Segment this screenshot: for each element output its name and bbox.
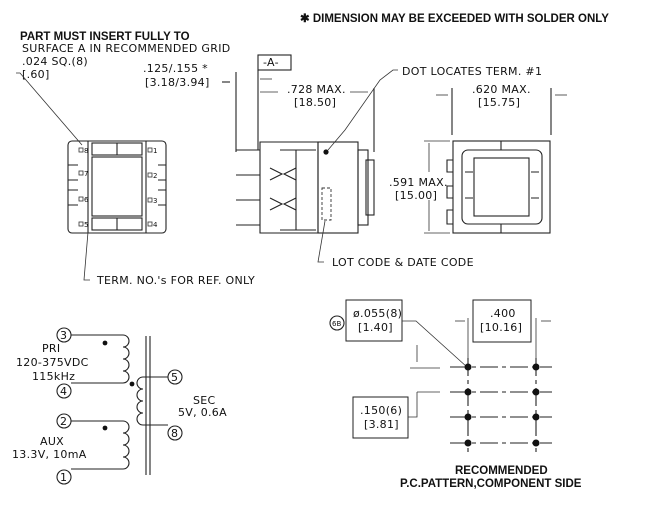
pcb-hole bbox=[464, 363, 472, 371]
terminal-5: 5 bbox=[84, 221, 88, 229]
solder-note: ✱ DIMENSION MAY BE EXCEEDED WITH SOLDER … bbox=[300, 13, 609, 25]
width-dim-in: .620 MAX. bbox=[472, 83, 531, 96]
sec-pin-top: 5 bbox=[171, 371, 178, 384]
pin-size-mm: [.60] bbox=[22, 68, 50, 81]
pcb-pattern: 6B ø.055(8) [1.40] .400 [10.16] .150(6) … bbox=[329, 299, 552, 452]
pin-size-in: .024 SQ.(8) bbox=[22, 55, 88, 68]
row-spacing-box bbox=[472, 299, 532, 343]
terminal-labels-left: 8 7 6 5 bbox=[78, 147, 89, 229]
pcb-hole bbox=[532, 388, 540, 396]
term-ref-note: TERM. NO.'s FOR REF. ONLY bbox=[96, 274, 255, 287]
sec-label: SEC bbox=[193, 394, 216, 407]
row-spacing-mm: [10.16] bbox=[480, 321, 522, 334]
pcb-hole bbox=[532, 439, 540, 447]
datum-a-box bbox=[257, 54, 292, 71]
row-spacing-in: .400 bbox=[490, 307, 516, 320]
lot-code-area bbox=[321, 187, 332, 221]
lot-code-leader bbox=[317, 220, 326, 263]
width-dim-mm: [15.75] bbox=[478, 96, 520, 109]
terminal-1: 1 bbox=[153, 147, 157, 155]
terminal-labels-right: 1 2 3 4 bbox=[147, 147, 158, 229]
height-dim-mm: [15.00] bbox=[395, 189, 437, 202]
callout-circle bbox=[329, 315, 345, 331]
pri-pin-bottom: 4 bbox=[60, 385, 67, 398]
terminal-3: 3 bbox=[153, 197, 157, 205]
length-dim-in: .728 MAX. bbox=[287, 83, 346, 96]
end-view bbox=[446, 140, 551, 234]
side-view bbox=[236, 141, 375, 234]
top-view: 8 7 6 5 1 2 3 4 bbox=[67, 140, 167, 234]
pri-voltage: 120-375VDC bbox=[16, 356, 89, 369]
pri-pin-top: 3 bbox=[60, 329, 67, 342]
callout-6b: 6B bbox=[332, 320, 341, 328]
term-ref-leader bbox=[83, 231, 90, 281]
standoff-dim-mm: [3.18/3.94] bbox=[145, 76, 210, 89]
pitch-mm: [3.81] bbox=[364, 418, 399, 431]
pin-8-circle bbox=[167, 425, 183, 441]
lot-code-note: LOT CODE & DATE CODE bbox=[332, 256, 474, 269]
terminal-8: 8 bbox=[84, 147, 88, 155]
pri-frequency: 115kHz bbox=[32, 370, 75, 383]
pitch-box bbox=[352, 396, 409, 439]
hole-dia-mm: [1.40] bbox=[358, 321, 393, 334]
pri-label: PRI bbox=[42, 342, 60, 355]
dot-locates-note: DOT LOCATES TERM. #1 bbox=[402, 65, 542, 78]
pcb-title-line2: P.C.PATTERN,COMPONENT SIDE bbox=[400, 478, 582, 490]
pin-5-circle bbox=[167, 369, 183, 385]
insert-note-line1: PART MUST INSERT FULLY TO bbox=[20, 31, 190, 43]
terminal-2: 2 bbox=[153, 172, 157, 180]
pcb-title-line1: RECOMMENDED bbox=[455, 465, 548, 477]
insert-note-line2: SURFACE A IN RECOMMENDED GRID bbox=[22, 42, 231, 55]
pin-size-leader bbox=[16, 72, 83, 146]
aux-pin-bottom: 1 bbox=[60, 471, 67, 484]
height-dim-in: .591 MAX. bbox=[389, 176, 448, 189]
aux-rating: 13.3V, 10mA bbox=[12, 448, 87, 461]
aux-label: AUX bbox=[40, 435, 64, 448]
sec-pin-bottom: 8 bbox=[171, 427, 178, 440]
terminal-7: 7 bbox=[84, 170, 88, 178]
pitch-in: .150(6) bbox=[360, 404, 402, 417]
length-dim-mm: [18.50] bbox=[294, 96, 336, 109]
terminal-4: 4 bbox=[153, 221, 158, 229]
pcb-hole bbox=[532, 363, 540, 371]
pcb-hole bbox=[464, 413, 472, 421]
pin-1-circle bbox=[56, 469, 72, 485]
dot-leader bbox=[327, 69, 398, 151]
hole-dia-box bbox=[345, 299, 403, 342]
pcb-hole bbox=[464, 439, 472, 447]
pcb-hole bbox=[464, 388, 472, 396]
sec-rating: 5V, 0.6A bbox=[178, 406, 227, 419]
schematic: 3 4 PRI 120-375VDC 115kHz 2 1 AUX 13.3V,… bbox=[12, 327, 227, 485]
pin-4-circle bbox=[56, 383, 72, 399]
pcb-hole bbox=[532, 413, 540, 421]
hole-dia-in: ø.055(8) bbox=[353, 307, 402, 320]
aux-pin-top: 2 bbox=[60, 415, 67, 428]
standoff-dim-in: .125/.155 * bbox=[143, 62, 208, 75]
terminal-6: 6 bbox=[84, 196, 89, 204]
term1-dot bbox=[323, 149, 329, 155]
datum-a: -A- bbox=[263, 56, 279, 69]
